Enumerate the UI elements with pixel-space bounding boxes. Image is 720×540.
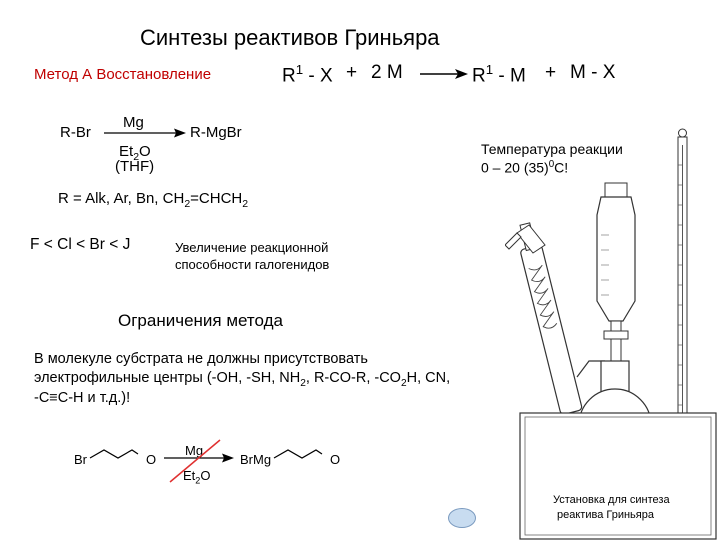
crossed-arrow bbox=[164, 439, 234, 483]
limitations-text: В молекуле субстрата не должны присутств… bbox=[34, 351, 451, 407]
reaction-arrow-1 bbox=[104, 128, 186, 138]
example-reactant-structure bbox=[89, 449, 139, 459]
limitations-title: Ограничения метода bbox=[118, 311, 283, 330]
reactivity-note: Увеличение реакционной способности галог… bbox=[175, 240, 330, 272]
example-product-structure bbox=[273, 449, 323, 459]
r-groups: R = Alk, Ar, Bn, CH2=CHCH2 bbox=[58, 190, 249, 210]
plus-sign-2: + bbox=[545, 62, 557, 83]
solvent-ether: Et2O bbox=[119, 143, 151, 163]
grignard-apparatus-illustration bbox=[505, 128, 717, 540]
apparatus-caption: Установка для синтеза реактива Гриньяра bbox=[553, 494, 670, 521]
reactant-rbr: R-Br bbox=[60, 124, 91, 141]
reaction-arrow-main bbox=[420, 69, 468, 79]
reagent-mg: Mg bbox=[123, 114, 144, 131]
general-equation: R1 - X bbox=[282, 62, 333, 87]
example-product-o: O bbox=[330, 452, 341, 467]
example-mg: Mg bbox=[185, 443, 204, 458]
example-o: O bbox=[146, 452, 157, 467]
plus-sign-1: + bbox=[346, 62, 358, 83]
navigation-button[interactable] bbox=[448, 508, 476, 528]
two-m: 2 M bbox=[371, 62, 403, 83]
product-rmgbr: R-MgBr bbox=[190, 124, 242, 141]
solvent-thf: (THF) bbox=[115, 158, 155, 175]
example-brmg: BrMg bbox=[240, 452, 272, 467]
halogen-series: F < Cl < Br < J bbox=[30, 236, 131, 253]
temperature-note: Температура реакции 0 – 20 (35)0С! bbox=[481, 141, 623, 176]
example-br: Br bbox=[74, 452, 87, 467]
product-r1m: R1 - M bbox=[472, 62, 526, 87]
product-mx: M - X bbox=[570, 62, 616, 83]
page-title: Синтезы реактивов Гриньяра bbox=[140, 25, 440, 50]
method-label: Метод А Восстановление bbox=[34, 66, 212, 83]
example-solvent: Et2O bbox=[183, 468, 211, 486]
